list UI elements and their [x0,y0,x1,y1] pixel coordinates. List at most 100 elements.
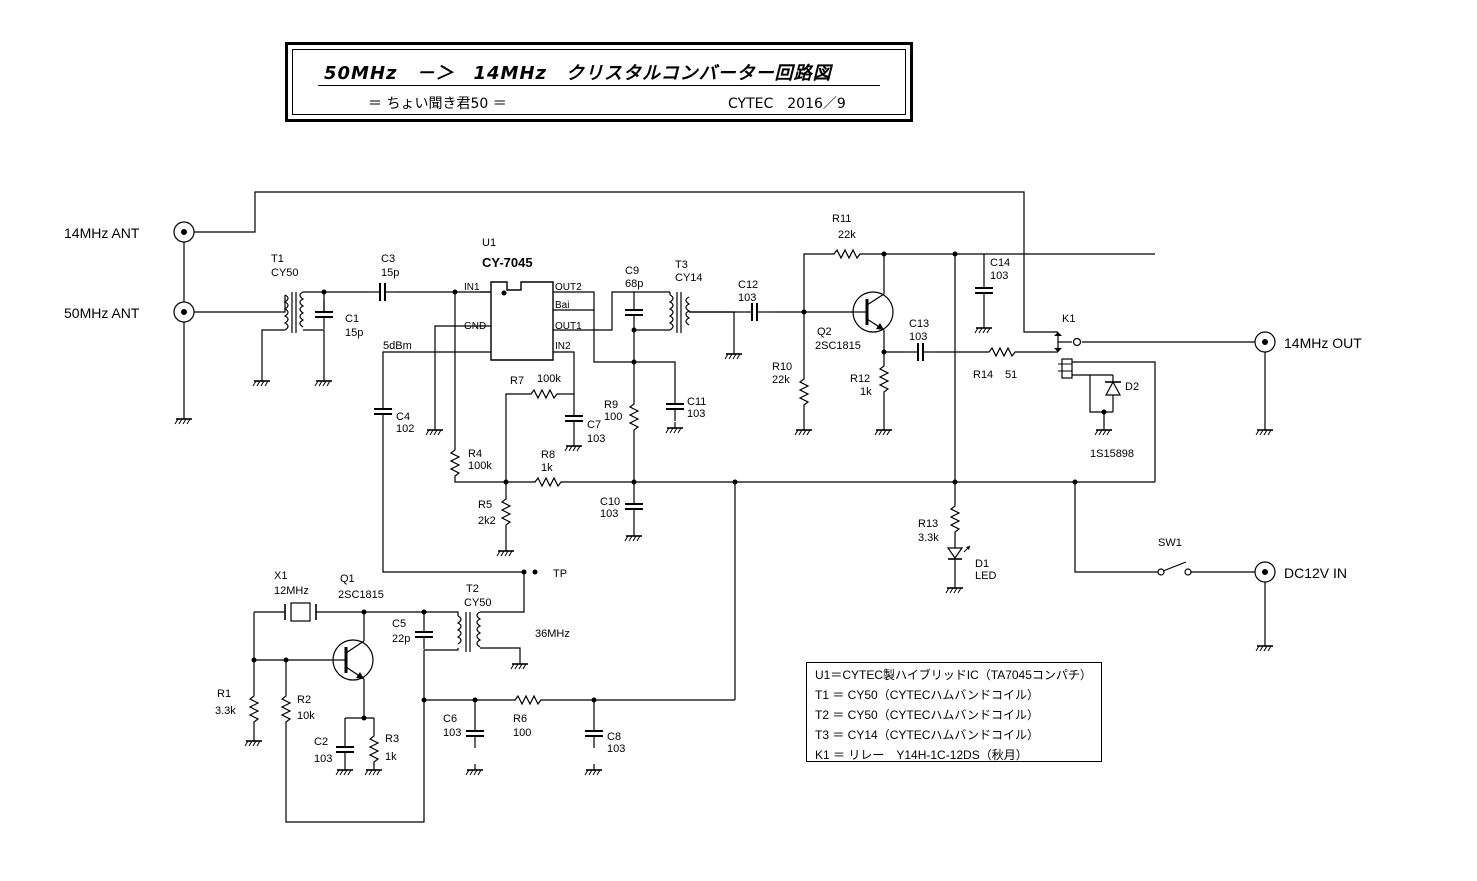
svg-text:CY50: CY50 [271,267,299,279]
svg-text:2SC1815: 2SC1815 [338,589,384,601]
svg-text:1k: 1k [860,386,872,398]
capacitor-c5-icon [414,619,434,650]
svg-text:5dBm: 5dBm [383,340,412,352]
svg-text:CY14: CY14 [675,272,703,284]
dcin-connector-icon[interactable] [1254,561,1276,583]
svg-text:103: 103 [600,508,618,520]
svg-text:X1: X1 [274,570,287,582]
svg-text:T1: T1 [271,253,284,265]
svg-text:Q2: Q2 [817,326,832,338]
transformer-t1-icon [283,291,305,333]
resistor-r6-icon [510,695,546,705]
svg-text:100: 100 [604,411,622,423]
svg-text:LED: LED [975,570,996,582]
svg-text:15p: 15p [381,267,399,279]
transistor-q1-icon [332,638,374,684]
switch-sw1-icon[interactable] [1157,561,1192,576]
svg-text:2SC1815: 2SC1815 [815,340,861,352]
svg-text:103: 103 [738,292,756,304]
schematic-subtitle: ＝ ちょい聞き君50 ＝ [368,96,507,112]
capacitor-c7-icon [564,403,584,434]
parts-notes: U1＝CYTEC製ハイブリッドIC（TA7045コンパチ） T1 ＝ CY50（… [806,662,1102,762]
capacitor-c6-icon [465,718,485,749]
capacitor-c13-icon [905,342,936,362]
resistor-r7-icon [526,389,562,399]
svg-text:103: 103 [587,433,605,445]
title-block: 50MHz －＞ 14MHz クリスタルコンバーター回路図 ＝ ちょい聞き君50… [285,42,913,122]
svg-text:103: 103 [909,331,927,343]
svg-text:R3: R3 [385,733,399,745]
title-divider [318,85,880,86]
capacitor-c2-icon [335,734,355,765]
svg-text:C8: C8 [607,731,621,743]
svg-text:IN1: IN1 [464,282,480,293]
svg-text:102: 102 [396,423,414,435]
svg-text:R7: R7 [510,375,524,387]
svg-text:C7: C7 [587,419,601,431]
svg-text:22k: 22k [838,229,856,241]
svg-text:C11: C11 [687,396,706,408]
svg-text:D2: D2 [1125,381,1139,393]
svg-text:R10: R10 [772,361,792,373]
svg-text:OUT2: OUT2 [555,282,582,293]
resistor-r14-icon [984,347,1020,357]
resistor-r10-icon [799,374,809,410]
svg-text:U1: U1 [482,237,496,249]
resistor-r8-icon [530,477,566,487]
svg-text:R6: R6 [513,713,527,725]
relay-k1-icon[interactable] [1054,332,1082,379]
out14-connector-icon[interactable] [1254,331,1276,353]
svg-text:100k: 100k [468,460,492,472]
svg-text:OUT1: OUT1 [555,321,582,332]
resistor-r1-icon [249,691,259,727]
svg-text:R2: R2 [297,694,311,706]
svg-text:SW1: SW1 [1158,537,1182,549]
svg-text:C13: C13 [909,318,929,330]
svg-text:IN2: IN2 [555,341,571,352]
resistor-r3-icon [369,731,379,767]
resistor-r5-icon [501,494,511,530]
capacitor-c8-icon [584,718,604,749]
capacitor-c9-icon [624,297,644,328]
capacitor-c12-icon [739,302,770,322]
svg-text:10k: 10k [297,710,315,722]
crystal-x1-icon [284,602,317,622]
svg-text:C2: C2 [314,736,328,748]
svg-text:22p: 22p [392,633,410,645]
svg-text:1k: 1k [541,462,553,474]
transformer-t3-icon [668,292,691,333]
resistor-r13-icon [950,501,960,537]
svg-text:GND: GND [464,321,486,332]
ant50-connector-icon[interactable] [173,301,195,323]
svg-text:R4: R4 [468,448,482,460]
svg-text:CY50: CY50 [464,597,492,609]
svg-text:103: 103 [990,270,1008,282]
svg-text:R5: R5 [478,499,492,511]
svg-text:C14: C14 [990,257,1010,269]
junction-dots [181,229,1107,721]
svg-text:R11: R11 [832,213,851,225]
transistor-q2-icon [852,290,894,334]
dcin-label: DC12V IN [1284,565,1347,581]
svg-text:68p: 68p [625,278,643,290]
capacitor-c4-icon [373,396,393,427]
svg-text:R9: R9 [604,399,618,411]
resistor-r12-icon [879,361,889,397]
svg-text:103: 103 [314,753,332,765]
led-d1-icon [946,545,971,566]
resistor-r11-icon [829,249,865,259]
ant14-connector-icon[interactable] [173,221,195,243]
svg-text:100: 100 [513,727,531,739]
svg-text:12MHz: 12MHz [274,585,309,597]
svg-text:C4: C4 [396,411,410,423]
ant50-label: 50MHz ANT [64,305,140,321]
svg-text:15p: 15p [345,327,363,339]
transformer-t2-icon [456,611,482,652]
test-point-icon[interactable] [532,569,538,575]
svg-text:C10: C10 [600,496,620,508]
svg-text:K1: K1 [1062,313,1075,325]
svg-text:C9: C9 [625,265,639,277]
svg-text:R12: R12 [850,373,870,385]
note-line: U1＝CYTEC製ハイブリッドIC（TA7045コンパチ） [815,668,1092,682]
svg-text:100k: 100k [537,373,561,385]
